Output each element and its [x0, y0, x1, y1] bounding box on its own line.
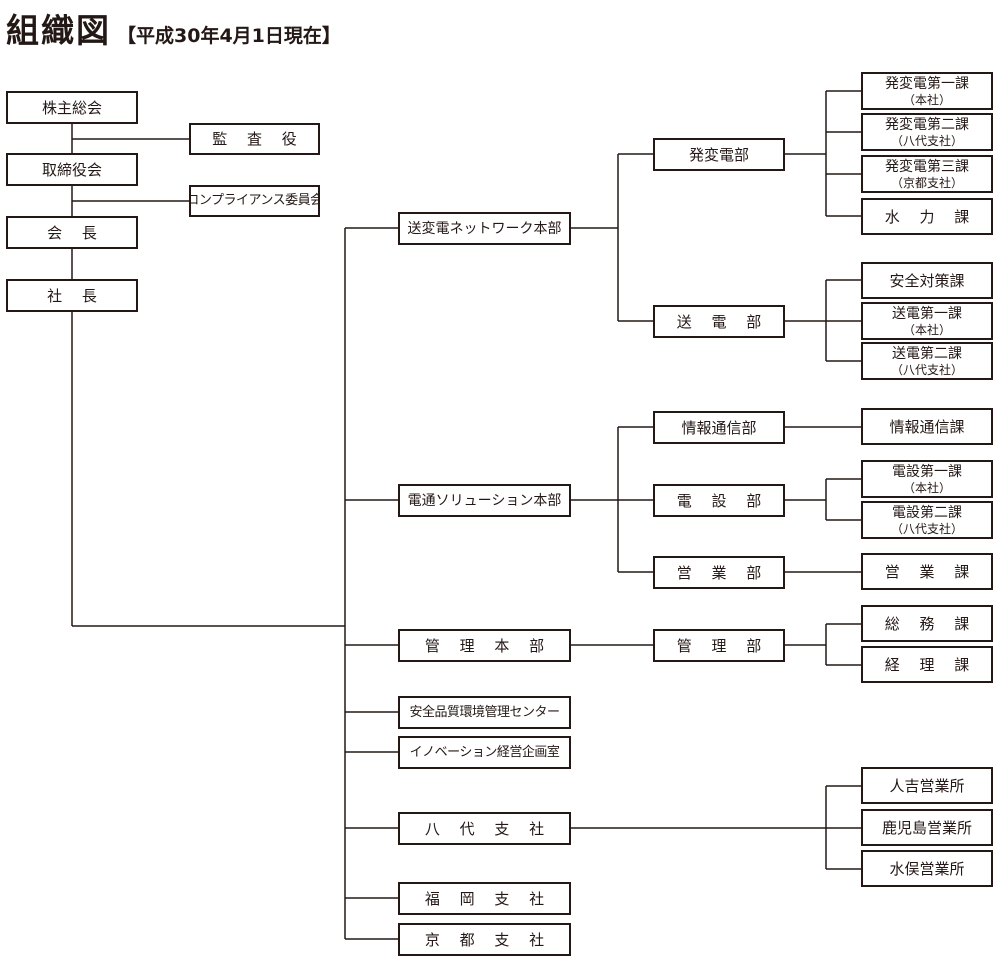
box-sec-safety: 安全対策課 [861, 262, 993, 299]
box-sec-electrical1: 電設第一課 （本社） [861, 460, 993, 498]
box-label: 送電第二課 [892, 346, 962, 362]
box-label: 情報通信課 [889, 417, 965, 436]
box-label: 総 務 課 [884, 614, 977, 633]
box-label: 安全品質環境管理センター [409, 704, 560, 720]
box-office-innovation: イノベーション経営企画室 [398, 736, 571, 769]
box-branch-yatsushiro: 八 代 支 社 [398, 812, 571, 845]
box-label: 送電第一課 [892, 306, 962, 322]
box-label: 管 理 本 部 [424, 636, 552, 655]
title-main: 組織図 [6, 11, 111, 50]
title-date: 【平成30年4月1日現在】 [117, 25, 341, 47]
box-sec-transmission1: 送電第一課 （本社） [861, 302, 993, 340]
box-dept-substation: 発変電部 [653, 138, 785, 171]
box-sublabel: （八代支社） [890, 522, 963, 536]
box-label: 営 業 部 [676, 563, 769, 582]
box-label: 人吉営業所 [889, 776, 965, 795]
box-label: イノベーション経営企画室 [409, 744, 560, 760]
box-center-safety: 安全品質環境管理センター [398, 696, 571, 729]
box-label: 水 力 課 [884, 207, 977, 226]
box-label: 管 理 部 [676, 636, 769, 655]
box-label: 営 業 課 [884, 562, 977, 581]
box-board: 取締役会 [6, 153, 138, 186]
box-label: 発変電第二課 [885, 117, 969, 133]
box-label: 取締役会 [41, 160, 102, 179]
box-auditor: 監 査 役 [189, 123, 320, 155]
box-branch-fukuoka: 福 岡 支 社 [398, 882, 571, 915]
box-sec-infocomm: 情報通信課 [861, 408, 993, 445]
box-label: 京 都 支 社 [424, 930, 552, 949]
box-dept-admin: 管 理 部 [653, 629, 785, 662]
box-sec-electrical2: 電設第二課 （八代支社） [861, 501, 993, 539]
box-dept-infocomm: 情報通信部 [653, 411, 785, 444]
box-label: 電設第二課 [892, 505, 962, 521]
box-sublabel: （本社） [902, 93, 951, 107]
box-sec-general: 総 務 課 [861, 605, 993, 642]
box-label: 水俣営業所 [889, 859, 965, 878]
box-sublabel: （本社） [902, 323, 951, 337]
box-sec-substation1: 発変電第一課 （本社） [861, 72, 993, 110]
box-label: コンプライアンス委員会 [189, 193, 320, 208]
box-label: 電 設 部 [676, 491, 769, 510]
box-sublabel: （本社） [902, 481, 951, 495]
box-sec-substation2: 発変電第二課 （八代支社） [861, 113, 993, 151]
box-label: 安全対策課 [889, 271, 965, 290]
box-hq-telecom: 電通ソリューション本部 [398, 484, 571, 517]
box-label: 発変電部 [688, 145, 749, 164]
box-sec-transmission2: 送電第二課 （八代支社） [861, 342, 993, 380]
box-label: 情報通信部 [681, 418, 757, 437]
page-title: 組織図 【平成30年4月1日現在】 [6, 4, 341, 50]
box-dept-transmission: 送 電 部 [653, 305, 785, 338]
box-label: 送 電 部 [676, 312, 769, 331]
box-office-hitoyoshi: 人吉営業所 [861, 767, 993, 804]
box-office-kagoshima: 鹿児島営業所 [861, 809, 993, 846]
box-label: 社 長 [47, 286, 105, 305]
box-label: 鹿児島営業所 [881, 818, 972, 837]
box-label: 株主総会 [41, 98, 102, 117]
box-label: 送変電ネットワーク本部 [407, 220, 562, 237]
box-hq-admin: 管 理 本 部 [398, 629, 571, 662]
box-sec-sales: 営 業 課 [861, 553, 993, 590]
box-label: 監 査 役 [212, 130, 305, 148]
box-label: 電通ソリューション本部 [407, 492, 562, 509]
box-sublabel: （八代支社） [890, 134, 963, 148]
box-label: 経 理 課 [884, 655, 977, 674]
box-label: 八 代 支 社 [424, 819, 552, 838]
box-dept-sales: 営 業 部 [653, 556, 785, 589]
box-hq-transmission: 送変電ネットワーク本部 [398, 212, 571, 245]
box-office-minamata: 水俣営業所 [861, 850, 993, 887]
box-sec-hydro: 水 力 課 [861, 198, 993, 235]
box-label: 電設第一課 [892, 464, 962, 480]
box-label: 発変電第一課 [885, 76, 969, 92]
box-sublabel: （京都支社） [890, 176, 963, 190]
box-compliance: コンプライアンス委員会 [189, 185, 320, 217]
box-branch-kyoto: 京 都 支 社 [398, 923, 571, 956]
box-shareholders: 株主総会 [6, 91, 138, 124]
box-sec-substation3: 発変電第三課 （京都支社） [861, 155, 993, 193]
box-label: 発変電第三課 [885, 159, 969, 175]
box-label: 会 長 [47, 223, 105, 242]
box-chairman: 会 長 [6, 216, 138, 249]
box-president: 社 長 [6, 279, 138, 312]
box-dept-electrical: 電 設 部 [653, 484, 785, 517]
box-sec-accounting: 経 理 課 [861, 646, 993, 683]
box-label: 福 岡 支 社 [424, 889, 552, 908]
box-sublabel: （八代支社） [890, 363, 963, 377]
